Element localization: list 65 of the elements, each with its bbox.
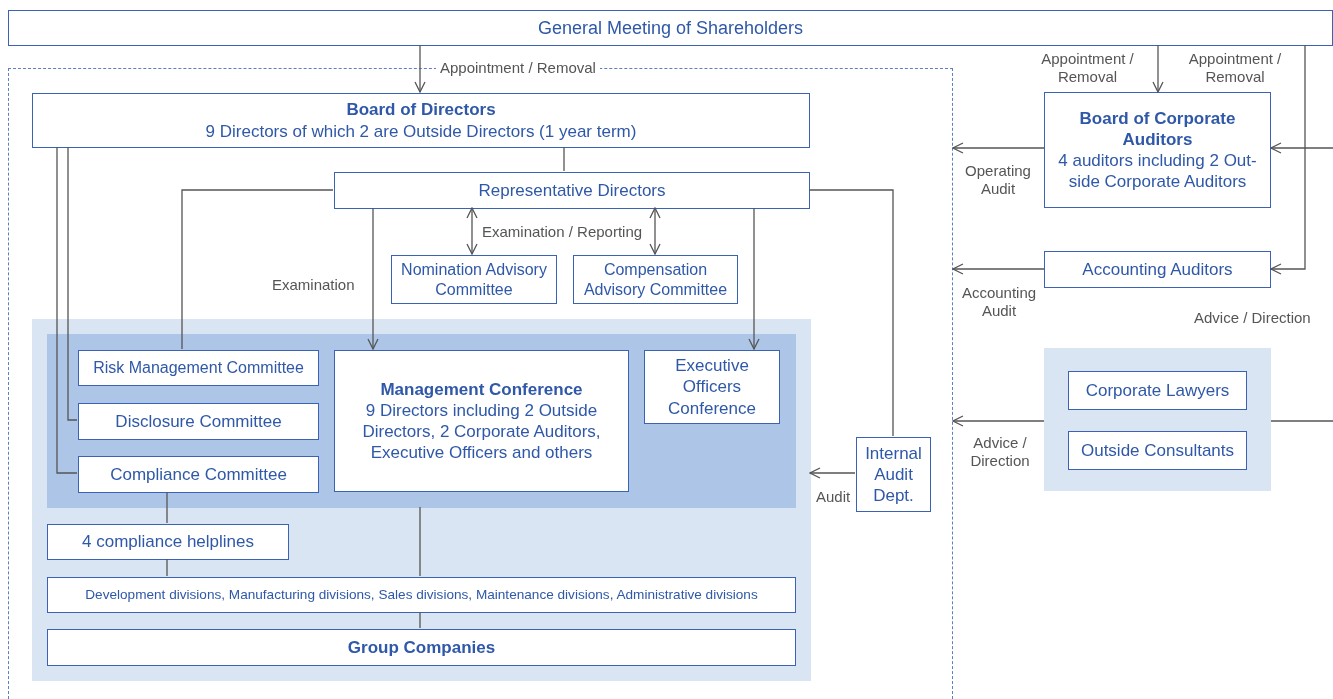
org-box bbox=[1068, 431, 1247, 470]
arrow bbox=[952, 263, 1045, 275]
box-title: Compliance Committee bbox=[110, 463, 287, 486]
box-title: Representative Directors bbox=[478, 179, 666, 202]
edge-label: Appointment / Removal bbox=[436, 59, 600, 77]
box-title: Disclosure Committee bbox=[115, 410, 282, 433]
box-title: 4 compliance helplines bbox=[82, 531, 254, 553]
connector-line bbox=[419, 506, 421, 577]
connector-line bbox=[1270, 420, 1333, 422]
arrow bbox=[1270, 142, 1333, 154]
panel bbox=[32, 319, 811, 681]
org-box bbox=[78, 456, 319, 493]
box-title: Corporate Lawyers bbox=[1085, 379, 1230, 402]
box-title: Board of Corporate Auditors bbox=[1078, 107, 1237, 150]
box-title: Compensation Advisory Committee bbox=[582, 259, 729, 300]
org-box bbox=[78, 350, 319, 386]
arrow bbox=[748, 207, 760, 350]
arrow bbox=[809, 467, 856, 479]
org-box bbox=[47, 577, 796, 613]
org-box bbox=[334, 172, 810, 209]
box-title: Management Conference bbox=[380, 378, 583, 400]
box-title: Group Companies bbox=[347, 636, 496, 659]
arrow bbox=[466, 207, 478, 255]
box-title: Nomination Advisory Committee bbox=[400, 259, 548, 300]
connector-line bbox=[563, 146, 565, 172]
connector-line bbox=[56, 146, 78, 474]
box-text: 4 auditors including 2 Out-side Corporate Auditors bbox=[1057, 150, 1258, 193]
org-box bbox=[334, 350, 629, 492]
connector-line bbox=[67, 146, 78, 421]
org-box bbox=[8, 10, 1333, 46]
panel bbox=[1044, 348, 1271, 491]
arrow bbox=[952, 415, 1045, 427]
arrow bbox=[649, 207, 661, 255]
arrow bbox=[367, 207, 379, 350]
org-box bbox=[1044, 92, 1271, 208]
box-title: Risk Management Committee bbox=[93, 358, 304, 378]
org-box bbox=[1068, 371, 1247, 410]
org-box bbox=[644, 350, 780, 424]
arrow bbox=[952, 142, 1045, 154]
box-title: General Meeting of Shareholders bbox=[537, 16, 804, 40]
connector-line bbox=[181, 189, 334, 350]
connector-line bbox=[166, 558, 168, 577]
arrow bbox=[1270, 44, 1306, 275]
org-box bbox=[1044, 251, 1271, 288]
org-box bbox=[47, 629, 796, 666]
org-box bbox=[47, 524, 289, 560]
box-title: Development divisions, Manufacturing divisions, Sales divisions, Maintenance divisions, Administrative divisions bbox=[85, 586, 758, 604]
connector-line bbox=[419, 611, 421, 629]
box-text: 9 Directors including 2 Outside Directors, 2 Corporate Auditors, Executive Officers and others bbox=[361, 399, 602, 464]
box-title: Outside Consultants bbox=[1080, 439, 1235, 462]
panel bbox=[47, 334, 796, 508]
box-title: Executive Officers Conference bbox=[667, 355, 757, 419]
connector-line bbox=[166, 491, 168, 524]
org-box bbox=[856, 437, 931, 512]
org-box bbox=[391, 255, 557, 304]
box-text: 9 Directors of which 2 are Outside Directors (1 year term) bbox=[205, 120, 637, 142]
box-title: Accounting Auditors bbox=[1082, 258, 1233, 281]
org-box bbox=[78, 403, 319, 440]
box-title: Internal Audit Dept. bbox=[864, 442, 923, 507]
arrow bbox=[1152, 44, 1164, 93]
arrow bbox=[414, 44, 426, 93]
box-title: Board of Directors bbox=[346, 99, 496, 121]
org-box bbox=[32, 93, 810, 148]
connector-line bbox=[808, 189, 894, 437]
org-box bbox=[573, 255, 738, 304]
